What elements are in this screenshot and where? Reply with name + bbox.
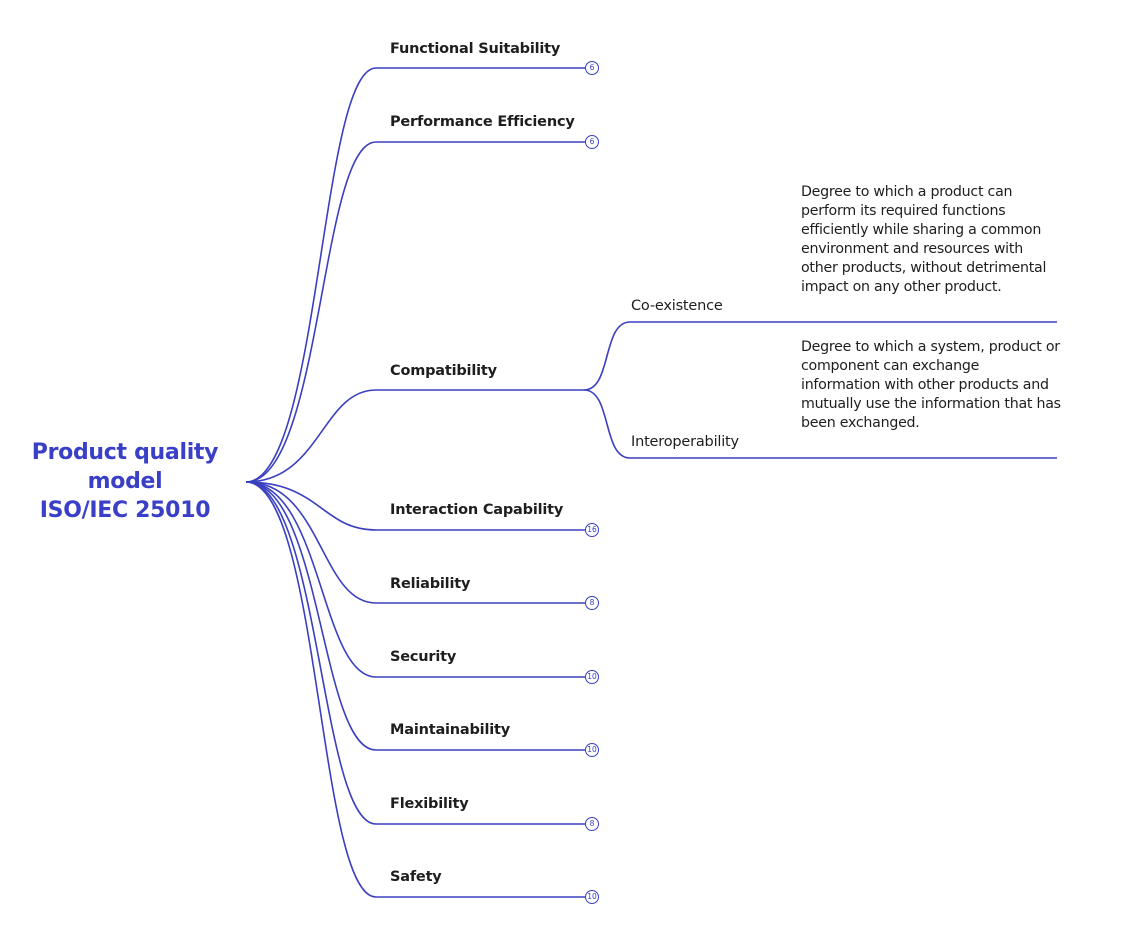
root-node[interactable]: Product quality model ISO/IEC 25010 bbox=[20, 438, 230, 525]
connector-compatibility bbox=[245, 389, 584, 483]
collapsed-count-badge[interactable]: 10 bbox=[585, 670, 599, 684]
root-title-line1: Product quality bbox=[31, 440, 219, 465]
branch-maintainability[interactable]: Maintainability bbox=[390, 722, 510, 738]
connector-functional-suitability bbox=[245, 67, 586, 483]
connector-reliability bbox=[245, 481, 586, 604]
description-interoperability: Degree to which a system, product or com… bbox=[801, 339, 1061, 431]
connector-performance-efficiency bbox=[245, 141, 586, 483]
branch-flexibility[interactable]: Flexibility bbox=[390, 796, 469, 812]
collapsed-count-badge[interactable]: 8 bbox=[585, 596, 599, 610]
branch-performance-efficiency[interactable]: Performance Efficiency bbox=[390, 114, 575, 130]
subbranch-co-existence[interactable]: Co-existence bbox=[631, 298, 723, 314]
connector-security bbox=[245, 481, 586, 678]
collapsed-count-badge[interactable]: 10 bbox=[585, 743, 599, 757]
branch-interaction-capability[interactable]: Interaction Capability bbox=[390, 502, 564, 518]
branch-compatibility[interactable]: Compatibility bbox=[390, 363, 497, 379]
description-co-existence: Degree to which a product can perform it… bbox=[801, 184, 1047, 295]
collapsed-count-badge[interactable]: 16 bbox=[585, 523, 599, 537]
branch-functional-suitability[interactable]: Functional Suitability bbox=[390, 41, 561, 57]
collapsed-count-badge[interactable]: 6 bbox=[585, 61, 599, 75]
root-title-line2: model bbox=[87, 469, 163, 494]
connector-maintainability bbox=[245, 481, 586, 751]
connector-safety bbox=[245, 481, 586, 898]
collapsed-count-badge[interactable]: 8 bbox=[585, 817, 599, 831]
root-title-line3: ISO/IEC 25010 bbox=[39, 498, 211, 523]
connector-co-existence bbox=[583, 321, 1057, 391]
branch-reliability[interactable]: Reliability bbox=[390, 576, 471, 592]
connector-interoperability bbox=[583, 389, 1057, 459]
collapsed-count-badge[interactable]: 6 bbox=[585, 135, 599, 149]
connector-interaction-capability bbox=[245, 481, 586, 531]
connector-flexibility bbox=[245, 481, 586, 825]
collapsed-count-badge[interactable]: 10 bbox=[585, 890, 599, 904]
branch-safety[interactable]: Safety bbox=[390, 869, 442, 885]
branch-security[interactable]: Security bbox=[390, 649, 457, 665]
subbranch-interoperability[interactable]: Interoperability bbox=[631, 434, 739, 450]
